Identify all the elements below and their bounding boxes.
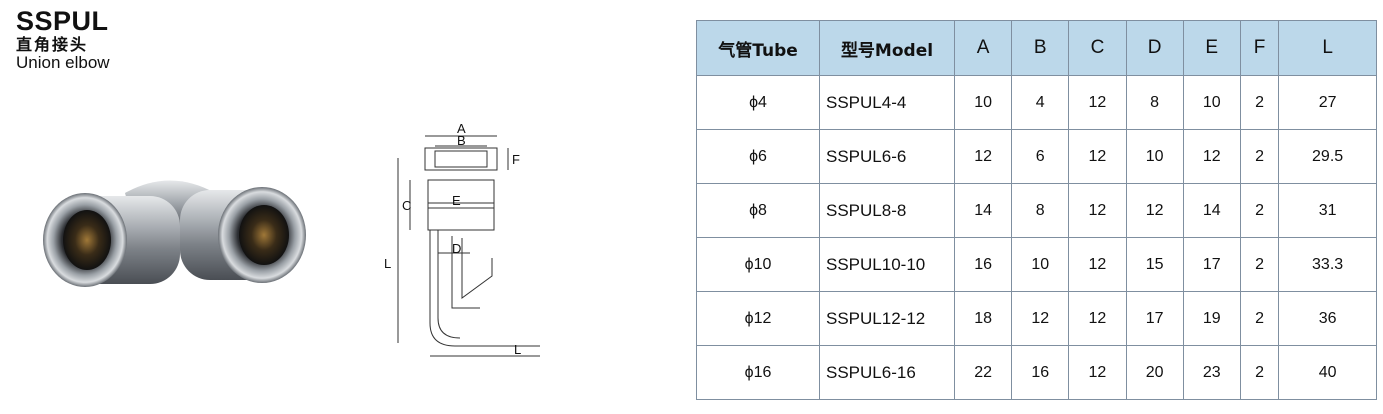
cell-e: 10 <box>1182 75 1241 130</box>
cell-model: SSPUL6-6 <box>819 129 955 184</box>
cell-f: 2 <box>1239 237 1280 292</box>
cell-b: 10 <box>1011 237 1070 292</box>
cell-l: 29.5 <box>1278 129 1377 184</box>
cell-b: 16 <box>1011 345 1070 400</box>
english-name: Union elbow <box>16 53 110 72</box>
cell-c: 12 <box>1068 75 1127 130</box>
label-d: D <box>452 241 461 256</box>
header-tube: 气管Tube <box>696 20 820 76</box>
header-l: L <box>1278 20 1377 76</box>
header-c: C <box>1068 20 1127 76</box>
cell-c: 12 <box>1068 237 1127 292</box>
cell-model: SSPUL6-16 <box>819 345 955 400</box>
cell-b: 8 <box>1011 183 1070 238</box>
cell-tube: ϕ8 <box>696 183 820 238</box>
label-e: E <box>452 193 461 208</box>
cell-tube: ϕ16 <box>696 345 820 400</box>
cell-l: 40 <box>1278 345 1377 400</box>
cell-tube: ϕ10 <box>696 237 820 292</box>
cell-d: 10 <box>1125 129 1184 184</box>
header-model: 型号Model <box>819 20 955 76</box>
cell-d: 20 <box>1125 345 1184 400</box>
cell-c: 12 <box>1068 183 1127 238</box>
header-a: A <box>953 20 1013 76</box>
table-row: ϕ16 SSPUL6-16 22 16 12 20 23 2 40 <box>696 345 1377 400</box>
label-b: B <box>457 133 466 148</box>
cell-e: 14 <box>1182 183 1241 238</box>
dimension-drawing: A B C D E F L L <box>384 121 540 357</box>
header-d: D <box>1125 20 1184 76</box>
cell-l: 27 <box>1278 75 1377 130</box>
cell-e: 17 <box>1182 237 1241 292</box>
cell-e: 19 <box>1182 291 1241 346</box>
cell-model: SSPUL12-12 <box>819 291 955 346</box>
table-row: ϕ4 SSPUL4-4 10 4 12 8 10 2 27 <box>696 75 1377 130</box>
cell-c: 12 <box>1068 291 1127 346</box>
header-e: E <box>1182 20 1241 76</box>
cell-model: SSPUL10-10 <box>819 237 955 292</box>
cell-e: 23 <box>1182 345 1241 400</box>
cell-tube: ϕ12 <box>696 291 820 346</box>
product-photo <box>43 180 306 287</box>
cell-e: 12 <box>1182 129 1241 184</box>
table-row: ϕ12 SSPUL12-12 18 12 12 17 19 2 36 <box>696 291 1377 346</box>
cell-c: 12 <box>1068 129 1127 184</box>
chinese-name: 直角接头 <box>16 35 89 54</box>
cell-a: 14 <box>953 183 1013 238</box>
cell-a: 18 <box>953 291 1013 346</box>
label-c: C <box>402 198 411 213</box>
cell-l: 31 <box>1278 183 1377 238</box>
title-block: SSPUL 直角接头 Union elbow <box>16 6 110 72</box>
label-f: F <box>512 152 520 167</box>
label-l-bottom: L <box>514 342 521 357</box>
model-title: SSPUL <box>16 6 109 36</box>
cell-c: 12 <box>1068 345 1127 400</box>
table-row: ϕ6 SSPUL6-6 12 6 12 10 12 2 29.5 <box>696 129 1377 184</box>
cell-model: SSPUL8-8 <box>819 183 955 238</box>
cell-f: 2 <box>1239 129 1280 184</box>
label-l-left: L <box>384 256 391 271</box>
cell-d: 17 <box>1125 291 1184 346</box>
cell-f: 2 <box>1239 291 1280 346</box>
cell-a: 10 <box>953 75 1013 130</box>
cell-a: 22 <box>953 345 1013 400</box>
cell-d: 15 <box>1125 237 1184 292</box>
label-a: A <box>457 121 466 136</box>
cell-d: 12 <box>1125 183 1184 238</box>
table-row: ϕ10 SSPUL10-10 16 10 12 15 17 2 33.3 <box>696 237 1377 292</box>
header-f: F <box>1239 20 1280 76</box>
cell-f: 2 <box>1239 75 1280 130</box>
cell-f: 2 <box>1239 183 1280 238</box>
cell-a: 12 <box>953 129 1013 184</box>
cell-l: 36 <box>1278 291 1377 346</box>
cell-l: 33.3 <box>1278 237 1377 292</box>
spec-table: 气管Tube 型号Model A B C D E F L ϕ4 SSPUL4-4… <box>696 20 1377 400</box>
cell-b: 6 <box>1011 129 1070 184</box>
cell-d: 8 <box>1125 75 1184 130</box>
table-header-row: 气管Tube 型号Model A B C D E F L <box>696 20 1377 76</box>
cell-b: 4 <box>1011 75 1070 130</box>
cell-a: 16 <box>953 237 1013 292</box>
cell-tube: ϕ6 <box>696 129 820 184</box>
cell-b: 12 <box>1011 291 1070 346</box>
table-row: ϕ8 SSPUL8-8 14 8 12 12 14 2 31 <box>696 183 1377 238</box>
cell-tube: ϕ4 <box>696 75 820 130</box>
cell-f: 2 <box>1239 345 1280 400</box>
cell-model: SSPUL4-4 <box>819 75 955 130</box>
header-b: B <box>1011 20 1070 76</box>
